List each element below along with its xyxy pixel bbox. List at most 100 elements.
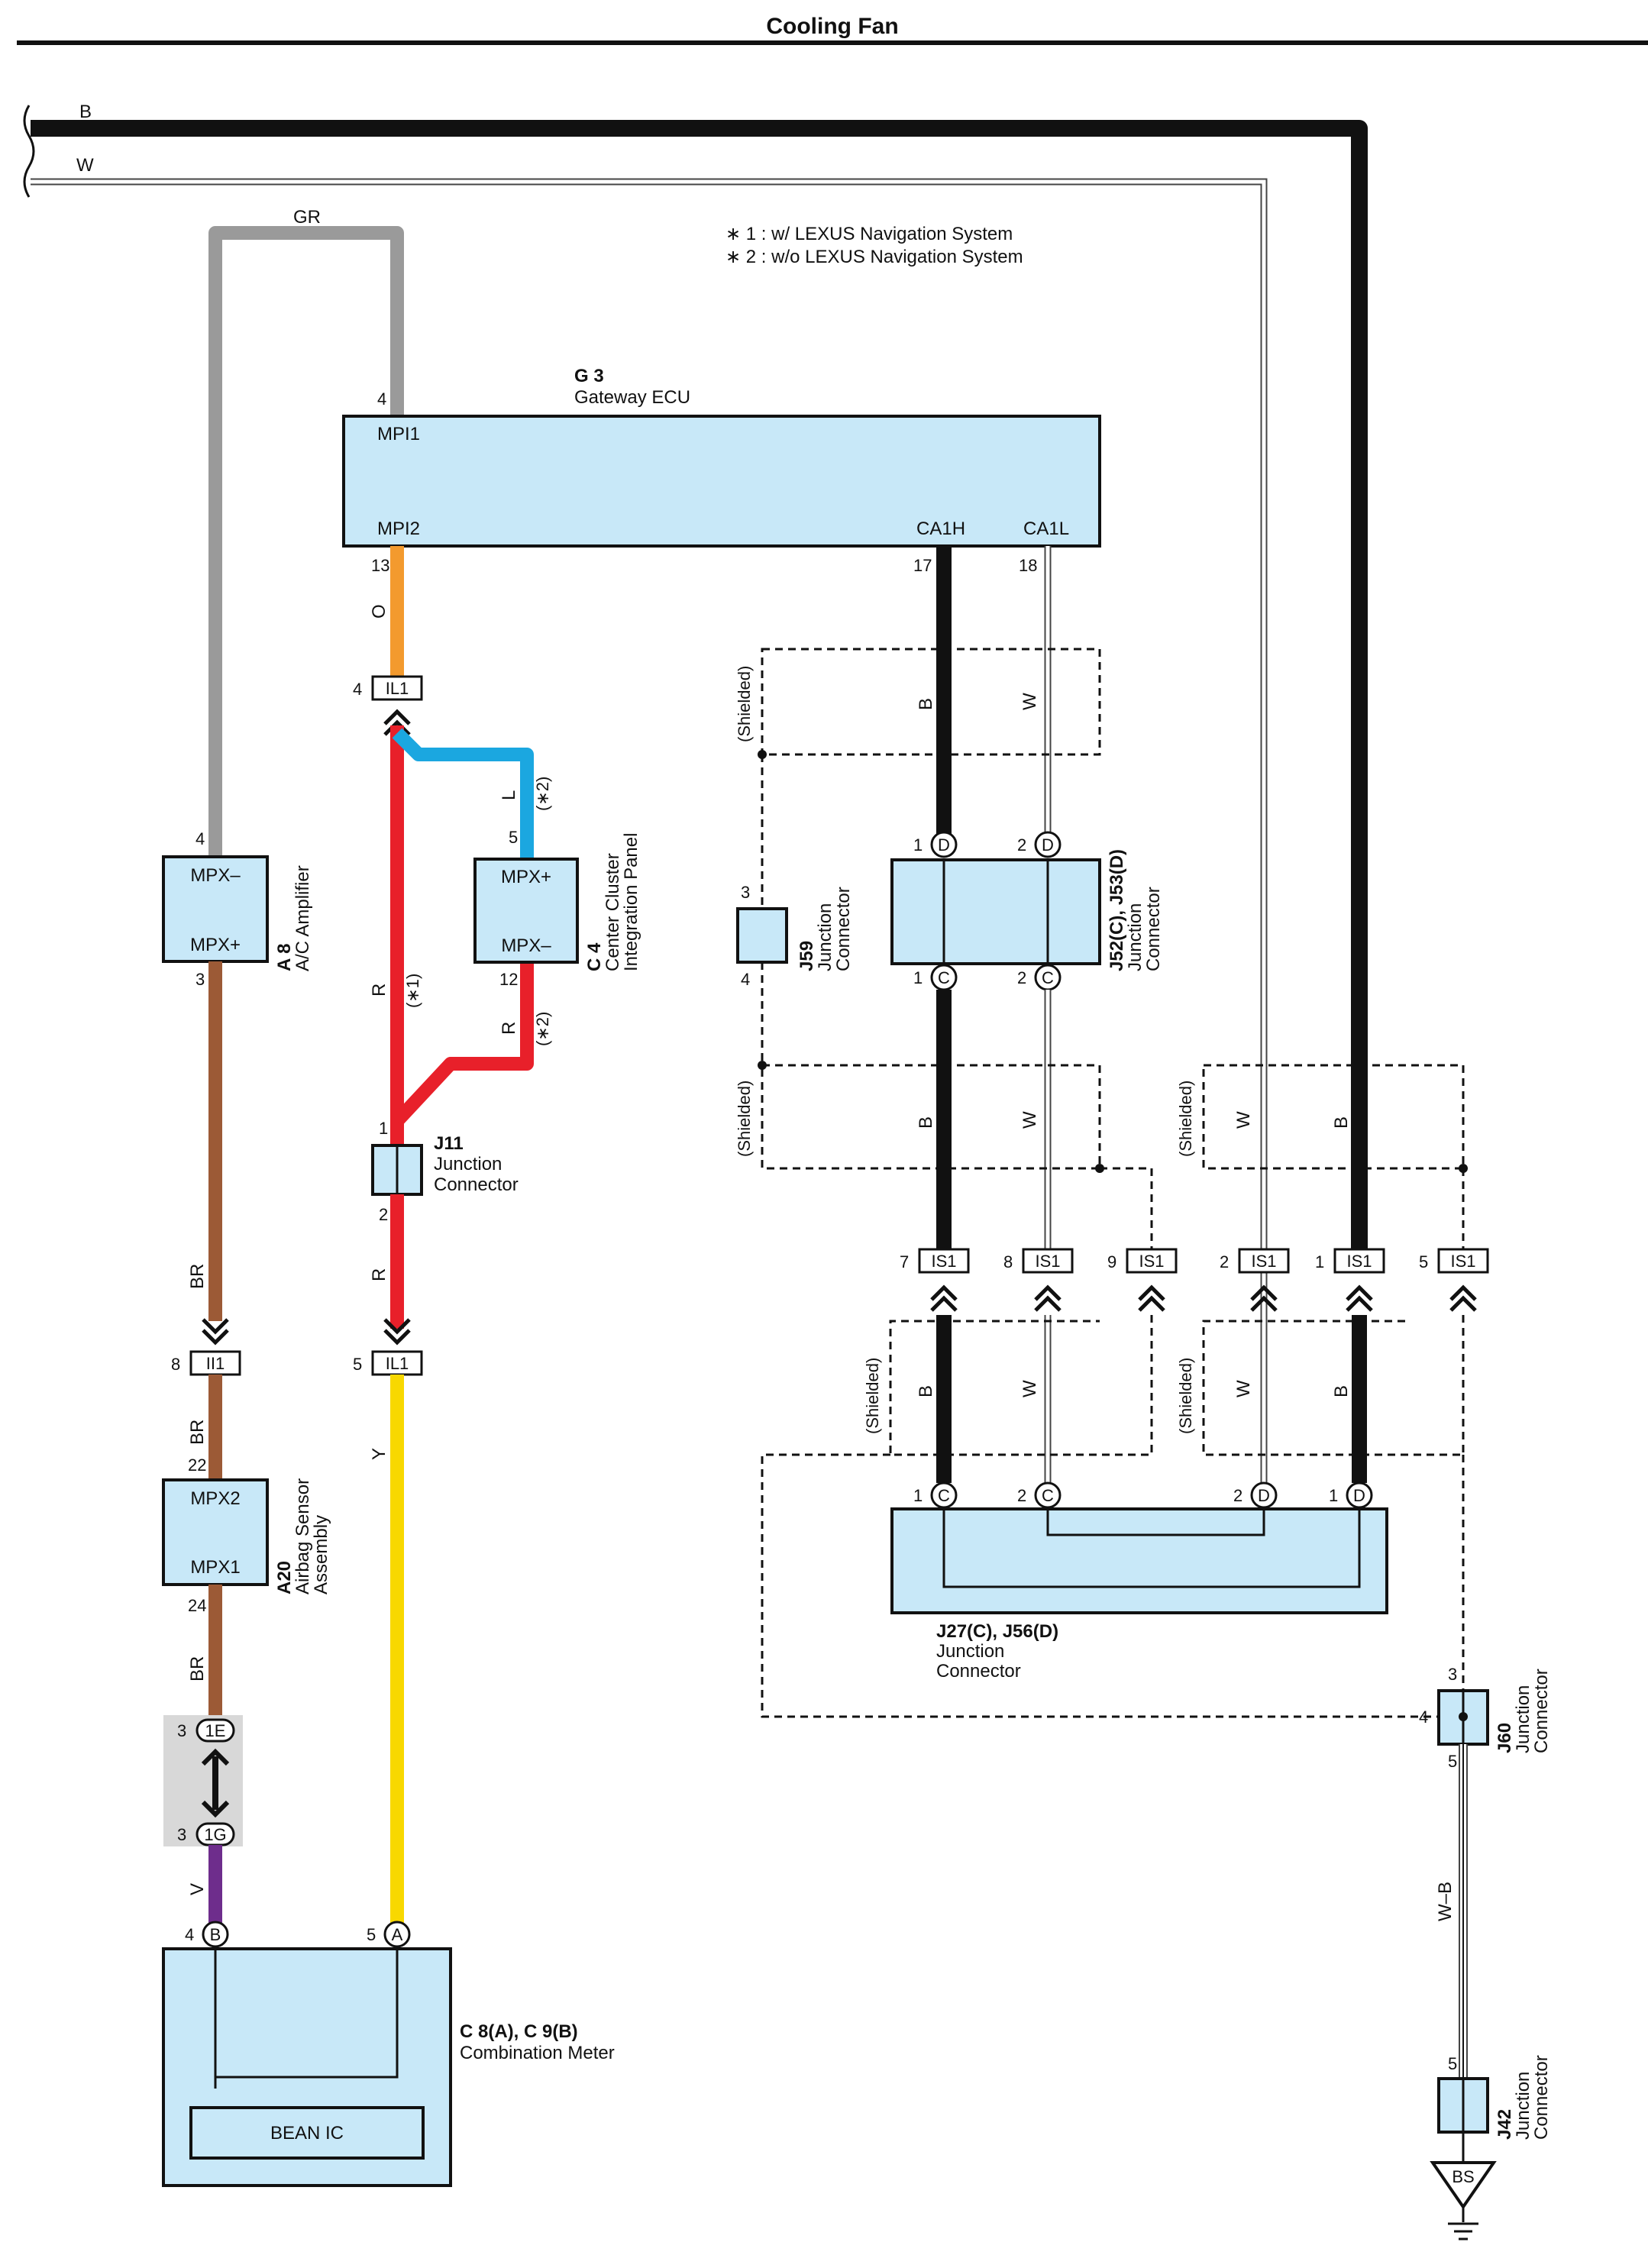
is1-label: IS1 <box>1035 1252 1060 1271</box>
note-2: ∗ 2 : w/o LEXUS Navigation System <box>725 247 1023 267</box>
wire-b-top <box>31 120 1368 1252</box>
j52-code: J52(C), J53(D) <box>1107 849 1127 971</box>
is1-connector <box>1333 1248 1385 1274</box>
ac-amp-terminal-2: MPX+ <box>190 935 241 955</box>
ground-label: BS <box>1452 2167 1474 2186</box>
j52-terminal-d2-label: D <box>1042 835 1054 855</box>
is1-pin: 9 <box>1107 1252 1116 1271</box>
airbag-terminal-2: MPX1 <box>190 1557 240 1578</box>
wire-label-b-s2: B <box>916 1116 936 1129</box>
gateway-ecu-box <box>342 415 1101 548</box>
wire-label-y: Y <box>369 1448 389 1460</box>
page-title: Cooling Fan <box>766 14 898 39</box>
j52-name-2: Connector <box>1143 887 1164 971</box>
chevron-up-icon <box>930 1284 958 1312</box>
chevron-up-icon <box>1449 1284 1477 1312</box>
j52-pin-c1: 1 <box>913 968 923 987</box>
wire-label-w-top: W <box>76 155 94 176</box>
is1-label: IS1 <box>1346 1252 1372 1271</box>
wire-label-gr: GR <box>293 207 321 228</box>
j11-pin-1: 1 <box>379 1119 388 1138</box>
wire-label-star2-r: (∗2) <box>533 1012 552 1046</box>
j11-code: J11 <box>434 1133 464 1154</box>
j60-name-2: Connector <box>1531 1669 1552 1753</box>
meter-pin-a: 5 <box>367 1925 376 1944</box>
shield-3 <box>1202 1064 1465 1170</box>
gateway-terminal-mpi2: MPI2 <box>377 519 420 539</box>
j11-name-1: Junction <box>434 1154 502 1174</box>
connector-il1-bottom-label: IL1 <box>386 1354 409 1373</box>
chevron-up-icon-1e <box>201 1748 230 1766</box>
wire-label-b-s1: B <box>916 698 936 710</box>
j60-pin-4: 4 <box>1419 1707 1428 1727</box>
wire-label-o: O <box>369 604 389 619</box>
shield-2-node-a <box>758 1061 767 1070</box>
shield-2-label: (Shielded) <box>735 1081 754 1157</box>
gateway-pin-ca1l: 18 <box>1019 556 1037 575</box>
chevron-down-icon-ii1 <box>202 1318 229 1346</box>
j27-name-1: Junction <box>936 1641 1004 1662</box>
j52-terminal-d2 <box>1034 831 1062 858</box>
meter-internal-wires <box>214 1947 399 2089</box>
wire-gr <box>208 226 404 855</box>
j52-pin-c2: 2 <box>1017 968 1026 987</box>
shield-2 <box>761 1064 1101 1170</box>
shield-4-label: (Shielded) <box>863 1358 882 1434</box>
gateway-code: G 3 <box>574 366 604 386</box>
chevron-down-icon-1g <box>201 1800 230 1818</box>
ac-amp-code: A 8 <box>274 944 295 971</box>
j27-internal-b <box>942 1507 1361 1588</box>
gateway-terminal-ca1l: CA1L <box>1023 519 1069 539</box>
wire-label-br-1: BR <box>187 1264 208 1289</box>
j59-box <box>736 907 788 964</box>
is1-label: IS1 <box>1450 1252 1475 1271</box>
j52-pin-d1: 1 <box>913 835 923 855</box>
j42-code: J42 <box>1495 2109 1515 2140</box>
is1-pin: 2 <box>1220 1252 1229 1271</box>
j27-pin-d2: 2 <box>1233 1486 1242 1505</box>
is1-connector <box>1126 1248 1178 1274</box>
chevron-up-icon <box>383 709 411 736</box>
shield-5-label: (Shielded) <box>1176 1358 1195 1434</box>
is1-connector <box>1437 1248 1489 1274</box>
j11-name-2: Connector <box>434 1174 519 1195</box>
j27-terminal-c1-label: C <box>938 1486 950 1505</box>
is1-connector <box>1022 1248 1074 1274</box>
connector-1g-label: 1G <box>204 1825 226 1844</box>
chevron-up-icon <box>1138 1284 1165 1312</box>
wire-label-w-s5: W <box>1233 1380 1254 1397</box>
center-cluster-box <box>473 858 579 964</box>
wire-label-br-2: BR <box>187 1420 208 1445</box>
meter-name: Combination Meter <box>460 2043 615 2063</box>
ac-amp-terminal-1: MPX– <box>190 865 241 886</box>
wire-label-w-s3: W <box>1233 1111 1254 1129</box>
wire-label-star2-l: (∗2) <box>533 777 552 811</box>
wire-l <box>392 728 534 859</box>
connector-il1-top-pin: 4 <box>353 680 362 699</box>
wire-label-r-2: R <box>499 1022 519 1035</box>
wire-label-b-top: B <box>79 102 92 122</box>
j60-code: J60 <box>1495 1723 1515 1753</box>
j52-name-1: Junction <box>1125 903 1146 971</box>
j59-name-1: Junction <box>815 903 835 971</box>
ac-amp-pin-2: 3 <box>195 970 205 989</box>
is1-label: IS1 <box>1251 1252 1276 1271</box>
meter-code: C 8(A), C 9(B) <box>460 2021 578 2042</box>
connector-1e-label: 1E <box>205 1721 226 1740</box>
connector-il1-top <box>371 675 423 701</box>
gateway-pin-mpi2: 13 <box>371 556 389 575</box>
j52-pin-d2: 2 <box>1017 835 1026 855</box>
wire-label-b-s5: B <box>1331 1385 1352 1397</box>
wire-label-l: L <box>499 790 519 800</box>
is1-pin: 5 <box>1419 1252 1428 1271</box>
is1-connector <box>918 1248 970 1274</box>
gateway-terminal-ca1h: CA1H <box>916 519 965 539</box>
wire-label-v: V <box>187 1883 208 1895</box>
chevron-down-icon <box>383 1318 411 1346</box>
chevron-up-icon <box>1346 1284 1373 1312</box>
meter-terminal-a-label: A <box>392 1925 403 1944</box>
j42-name-1: Junction <box>1513 2072 1533 2140</box>
connector-1e-pin: 3 <box>177 1721 186 1740</box>
chevron-up-icon <box>1034 1284 1062 1312</box>
